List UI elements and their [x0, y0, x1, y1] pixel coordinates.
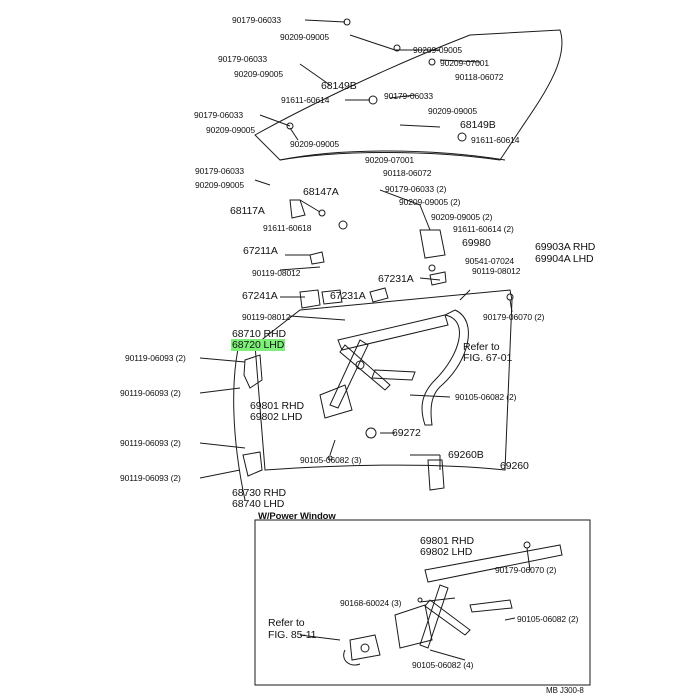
- part-label: 67241A: [242, 290, 278, 302]
- part-label: 90118-06072: [455, 72, 504, 82]
- part-label: 90179-06033 (2): [385, 184, 447, 194]
- part-label: 90179-06033: [218, 54, 268, 64]
- bracket-67231a: [321, 289, 343, 305]
- part-label: 67231A: [378, 273, 414, 285]
- part-label: 90209-09005: [206, 125, 256, 135]
- motor-69980: [419, 229, 446, 259]
- part-label: 90168-60024 (3): [340, 598, 402, 608]
- part-label: 68740 LHD: [232, 498, 285, 510]
- part-label: 90209-07001: [365, 155, 415, 165]
- part-label: 90209-09005: [195, 180, 245, 190]
- lower-hinge: [242, 451, 263, 477]
- part-label: 90209-07001: [440, 58, 490, 68]
- part-label: 90119-08012: [472, 266, 521, 276]
- part-label: 91611-60614: [281, 95, 330, 105]
- part-label: 90209-09005: [290, 139, 340, 149]
- upper-hinge: [243, 354, 263, 389]
- part-label: 90209-09005: [234, 69, 284, 79]
- part-label: 68149B: [321, 80, 357, 92]
- door-panel-outline: [254, 289, 513, 471]
- regulator-arm: [319, 314, 449, 419]
- section-title: W/Power Window: [258, 511, 336, 522]
- part-label: 91611-60614 (2): [453, 224, 514, 234]
- part-label: 90105-06082 (3): [300, 455, 362, 465]
- part-label: 68117A: [230, 205, 265, 217]
- part-label: 68710 RHD: [232, 328, 286, 340]
- part-label: 69260: [500, 460, 529, 472]
- part-label: 68730 RHD: [232, 487, 286, 499]
- door-front-edge: [233, 339, 246, 501]
- part-label: 90105-06082 (2): [517, 614, 579, 624]
- part-label: 90179-06033: [232, 15, 282, 25]
- part-label: 90179-06070 (2): [495, 565, 557, 575]
- part-label: 90105-06082 (4): [412, 660, 474, 670]
- part-label: 69903A RHD: [535, 241, 596, 253]
- glass-lower-edge: [279, 150, 506, 161]
- part-label: 67231A: [330, 290, 366, 302]
- bracket-67231a-2: [369, 287, 389, 303]
- diagram-code: MB J300-8: [546, 686, 584, 695]
- part-label: 90209-09005 (2): [431, 212, 493, 222]
- part-label: FIG. 67-01: [463, 352, 513, 364]
- part-label: 90541-07024: [465, 256, 515, 266]
- part-label: 90118-06072: [383, 168, 432, 178]
- part-label: 69801 RHD: [250, 400, 304, 412]
- part-label: 69802 LHD: [420, 546, 473, 558]
- part-label: 69272: [392, 427, 421, 439]
- part-label: 90209-09005: [413, 45, 463, 55]
- part-label: 90119-06093 (2): [120, 388, 181, 398]
- power-regulator: [343, 541, 563, 666]
- part-label: 69980: [462, 237, 491, 249]
- part-label: Refer to: [268, 617, 305, 629]
- part-label: 90179-06033: [384, 91, 434, 101]
- part-label: 90179-06070 (2): [483, 312, 545, 322]
- part-label: FIG. 85-11: [268, 629, 317, 641]
- part-label: 90119-06093 (2): [120, 473, 181, 483]
- knob-69272: [365, 427, 377, 439]
- part-label: 90209-09005 (2): [399, 197, 461, 207]
- part-label: 90119-06093 (2): [120, 438, 181, 448]
- bracket-68147a: [289, 199, 306, 219]
- part-label: 91611-60614: [471, 135, 520, 145]
- part-label: 90105-06082 (2): [455, 392, 517, 402]
- part-label: 69802 LHD: [250, 411, 303, 423]
- regulator-rail: [421, 309, 469, 426]
- part-label: 67211A: [243, 245, 278, 257]
- door-glass-outline: [254, 29, 563, 161]
- part-label: 68147A: [303, 186, 339, 198]
- part-label: 69260B: [448, 449, 484, 461]
- clip-67211a: [309, 251, 325, 265]
- part-label: 90209-09005: [428, 106, 478, 116]
- part-label: 90179-06033: [194, 110, 244, 120]
- part-label: 68149B: [460, 119, 496, 131]
- clip-67231a-top: [429, 271, 447, 286]
- part-label: 90119-08012: [242, 312, 291, 322]
- part-label: 91611-60618: [263, 223, 312, 233]
- part-label-highlighted: 68720 LHD: [231, 339, 286, 351]
- part-label: 90119-08012: [252, 268, 301, 278]
- part-label: 90179-06033: [195, 166, 245, 176]
- part-label: 69801 RHD: [420, 535, 474, 547]
- power-window-inset: [254, 519, 591, 686]
- part-label: 90209-09005: [280, 32, 330, 42]
- part-label: Refer to: [463, 341, 500, 353]
- part-label: 69904A LHD: [535, 253, 594, 265]
- handle-69260: [427, 459, 445, 491]
- part-label: 90119-06093 (2): [125, 353, 186, 363]
- bracket-67241a: [299, 289, 321, 309]
